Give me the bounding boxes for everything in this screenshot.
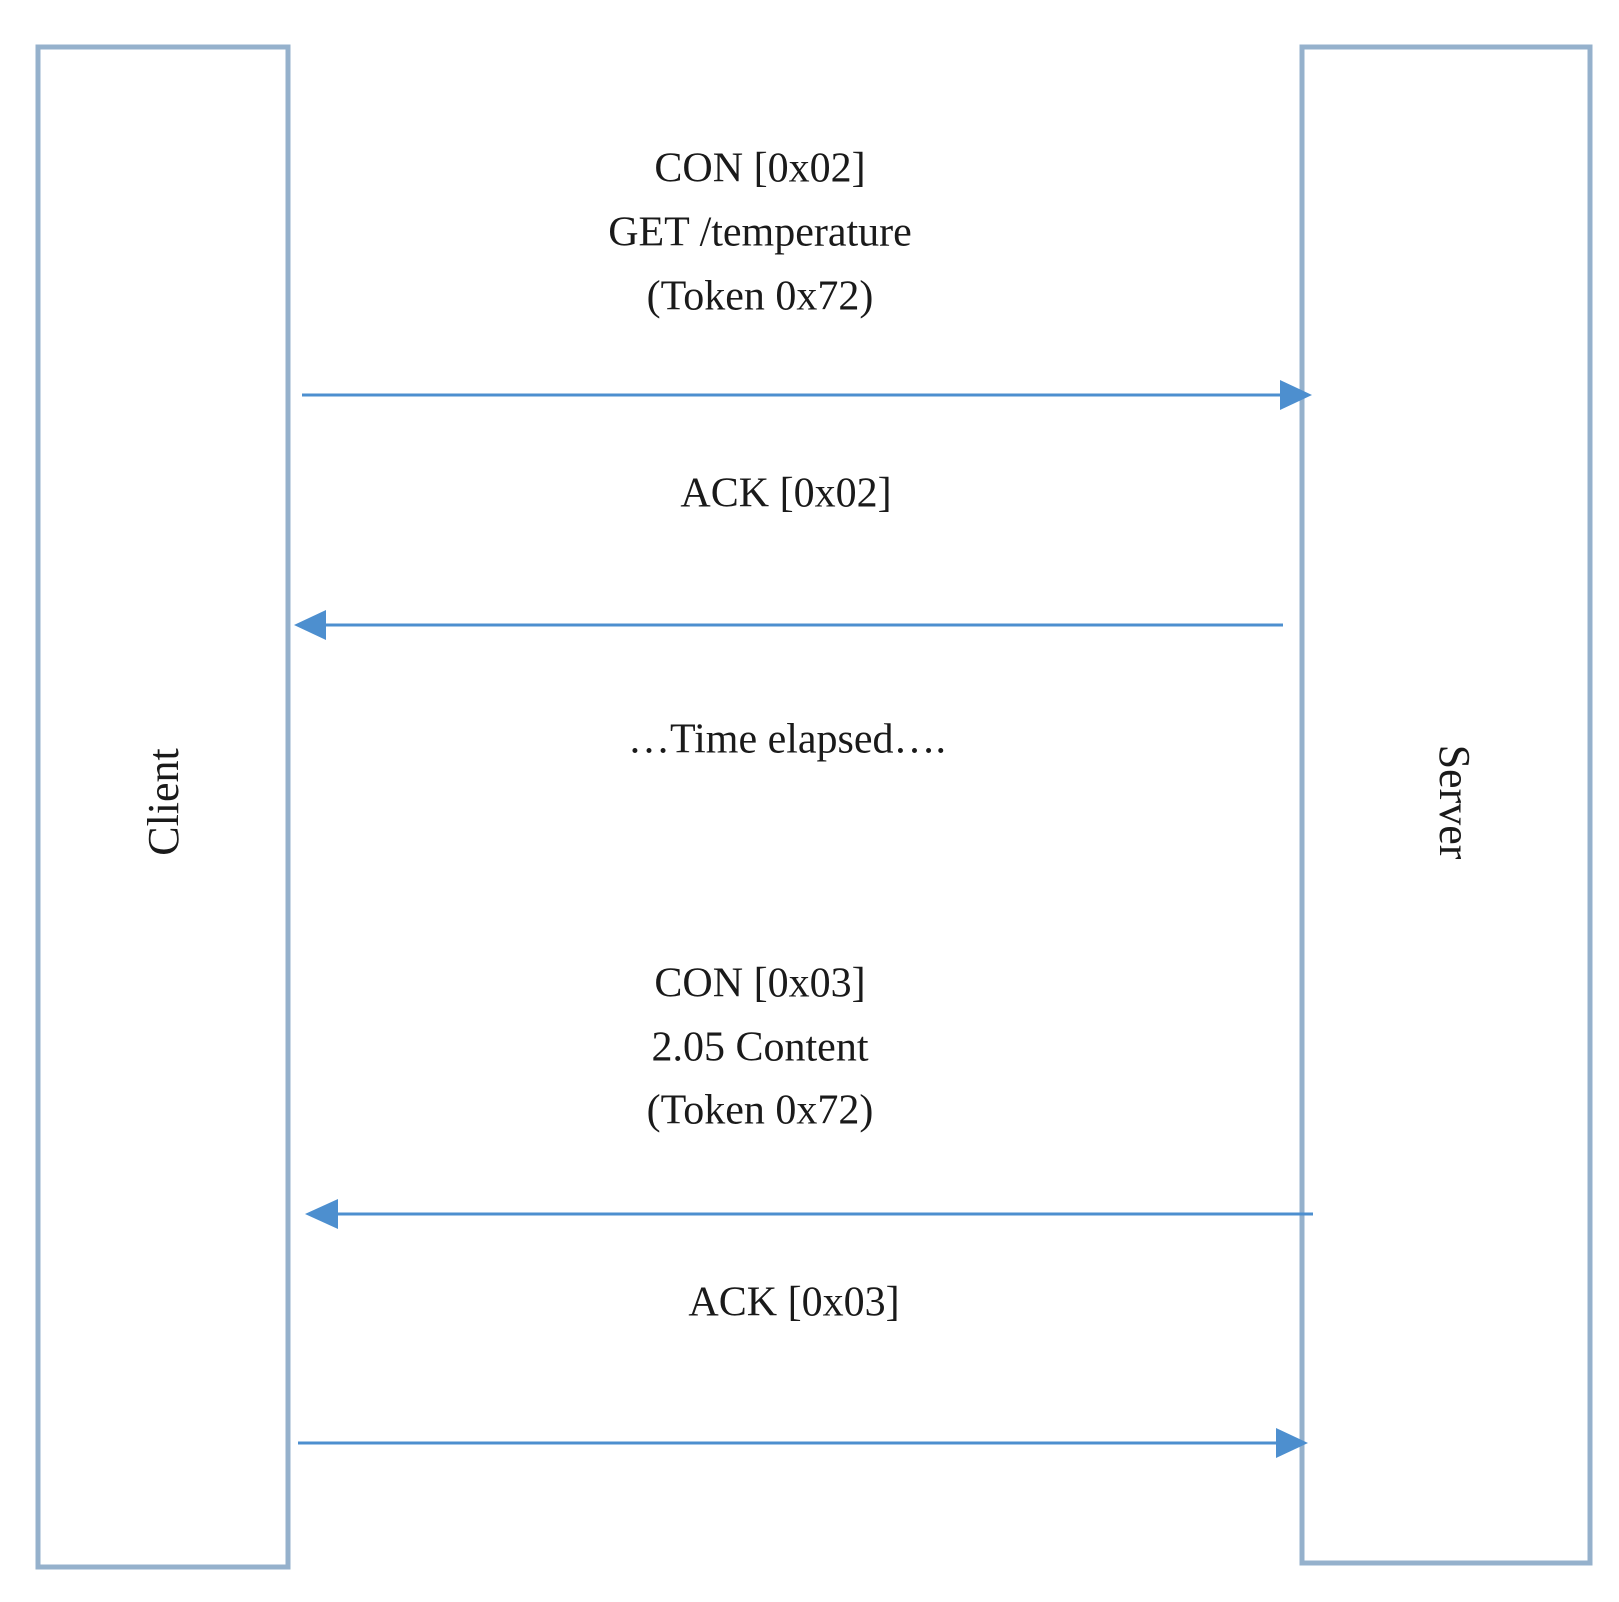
server-lifeline-box (1299, 44, 1593, 1566)
message-con-get: CON [0x02] GET /temperature (Token 0x72) (302, 146, 1312, 410)
time-elapsed-note: …Time elapsed…. (628, 717, 946, 763)
message-label-line: 2.05 Content (652, 1025, 869, 1071)
server-label: Server (1430, 745, 1479, 860)
arrow-head-right (1280, 380, 1312, 410)
message-label-line: ACK [0x03] (688, 1280, 899, 1326)
message-label-line: (Token 0x72) (647, 274, 874, 320)
client-label: Client (139, 748, 188, 856)
message-label-line: ACK [0x02] (680, 471, 891, 517)
client-lifeline-box (35, 44, 291, 1570)
arrow-head-right (1276, 1428, 1308, 1458)
message-label-line: (Token 0x72) (647, 1088, 874, 1134)
arrow-head-left (305, 1199, 338, 1229)
message-label-line: CON [0x03] (654, 961, 865, 1007)
message-ack-03: ACK [0x03] (298, 1280, 1308, 1458)
message-con-content: CON [0x03] 2.05 Content (Token 0x72) (305, 961, 1313, 1229)
message-label-line: GET /temperature (608, 210, 912, 256)
message-ack-02: ACK [0x02] (294, 471, 1283, 640)
arrow-head-left (294, 610, 326, 640)
message-label-line: CON [0x02] (654, 146, 865, 192)
